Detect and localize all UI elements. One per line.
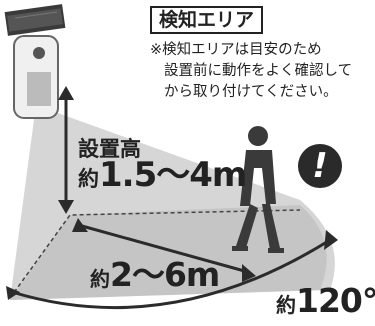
height-value: 1.5～4m <box>99 155 247 195</box>
distance-value: 2～6m <box>110 255 220 294</box>
note-line-1: ※検知エリアは目安のため <box>150 42 322 58</box>
exclamation-icon: ! <box>298 144 342 188</box>
distance-prefix: 約 <box>90 267 110 291</box>
angle-value: 120° <box>296 281 375 320</box>
note-line-2: 設置前に動作をよく確認して <box>164 63 353 79</box>
detection-area-title: 検知エリア <box>150 6 264 34</box>
angle-arrow <box>6 230 338 310</box>
install-height-range: 約1.5～4m <box>78 155 247 199</box>
note-line-3: から取り付けてください。 <box>164 84 338 100</box>
floor-dashed-line <box>9 209 301 299</box>
height-arrow <box>58 86 74 214</box>
walking-person-icon <box>232 126 284 253</box>
install-height-caption: 設置高 <box>78 137 141 161</box>
detection-angle-range: 約120° <box>276 283 375 323</box>
distance-arrow <box>72 218 256 282</box>
angle-prefix: 約 <box>276 293 296 317</box>
detection-note: ※検知エリアは目安のため 設置前に動作をよく確認して から取り付けてください。 <box>150 40 352 103</box>
height-prefix: 約 <box>78 167 99 191</box>
detection-distance-range: 約2～6m <box>90 255 220 298</box>
solar-sensor-light-icon <box>4 4 66 119</box>
